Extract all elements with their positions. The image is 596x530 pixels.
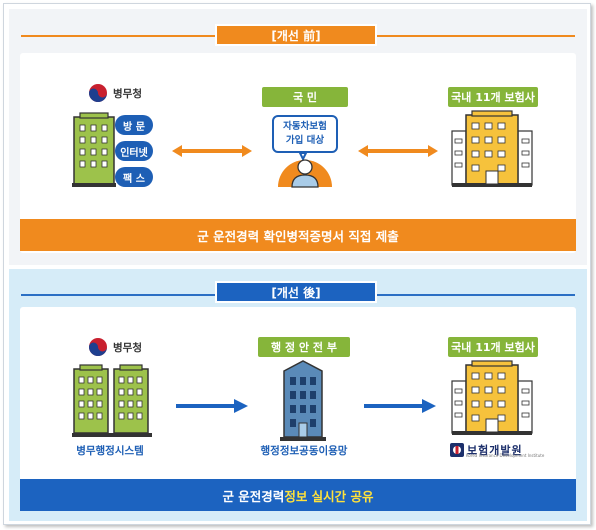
- kidi-subtitle: Korea Insurance Development Institute: [466, 453, 545, 458]
- mma-building-icon: [72, 112, 116, 187]
- before-tag: [개선 前]: [215, 24, 377, 46]
- before-banner-highlight: 병적증명서 직접 제출: [286, 228, 399, 244]
- bubble-line-2: 가입 대상: [285, 135, 325, 146]
- taegeuk-icon: [89, 84, 107, 102]
- citizen-label: 국 민: [262, 87, 348, 107]
- kidi-logo: 보험개발원 Korea Insurance Development Instit…: [450, 439, 550, 461]
- mma-name-after: 병무청: [113, 341, 142, 354]
- after-banner-prefix: 군 운전경력: [222, 488, 285, 504]
- ministry-label: 행 정 안 전 부: [258, 337, 350, 357]
- before-banner-prefix: 군 운전경력 확인: [197, 228, 287, 244]
- kidi-mark-icon: [450, 443, 464, 457]
- double-arrow-left: [172, 145, 252, 157]
- arrow-right-icon: [176, 399, 248, 413]
- before-panel: 병무청 방 문 인터넷 팩 스 국 민 자동차보험 가입 대상: [20, 53, 576, 253]
- bubble-line-1: 자동차보험: [283, 121, 327, 132]
- before-section: [개선 前] 병무청 방 문 인터넷 팩 스: [9, 9, 587, 265]
- after-section: [개선 後] 병무청: [9, 269, 587, 521]
- after-banner: 군 운전경력 정보 실시간 공유: [20, 479, 576, 511]
- insurers-label-after: 국내 11개 보험사: [448, 337, 538, 357]
- insurer-building-icon: [451, 110, 533, 187]
- ministry-building-icon: [280, 360, 326, 441]
- mma-logo-after: 병무청: [88, 337, 142, 357]
- mma-logo: 병무청: [88, 83, 142, 103]
- mma-name: 병무청: [113, 87, 142, 100]
- channel-visit: 방 문: [115, 115, 153, 135]
- double-arrow-right: [358, 145, 438, 157]
- after-panel: 병무청: [20, 307, 576, 511]
- after-banner-highlight: 정보 실시간 공유: [284, 488, 374, 504]
- ministry-caption: 행정정보공동이용망: [260, 445, 348, 457]
- insurer-building-icon: [451, 360, 533, 435]
- mma-system-buildings-icon: [72, 364, 152, 437]
- before-banner: 군 운전경력 확인 병적증명서 직접 제출: [20, 219, 576, 251]
- mma-system-caption: 병무행정시스템: [76, 445, 144, 457]
- channel-fax: 팩 스: [115, 167, 153, 187]
- arrow-right-icon: [364, 399, 436, 413]
- channel-internet: 인터넷: [115, 141, 153, 161]
- speech-bubble: 자동차보험 가입 대상: [272, 115, 338, 153]
- taegeuk-icon: [89, 338, 107, 356]
- after-tag: [개선 後]: [215, 281, 377, 303]
- citizen-person-icon: [278, 152, 332, 188]
- insurers-label: 국내 11개 보험사: [448, 87, 538, 107]
- kidi-name: 보험개발원: [467, 444, 523, 457]
